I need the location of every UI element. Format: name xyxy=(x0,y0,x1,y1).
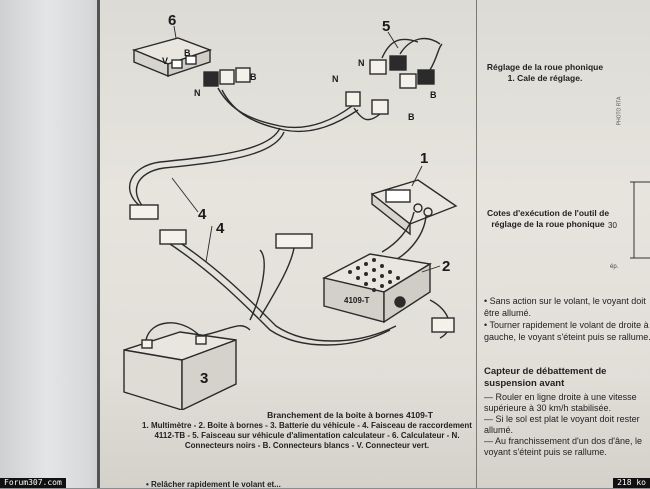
capteur-step-3: — Au franchissement d'un dos d'âne, le v… xyxy=(484,436,643,457)
pin-label-n: N xyxy=(332,74,339,84)
tool-dimension-sketch xyxy=(630,181,650,259)
roue-title: Réglage de la roue phonique xyxy=(486,62,604,72)
callout-4b: 4 xyxy=(216,220,225,237)
volant-bullets: • Sans action sur le volant, le voyant d… xyxy=(484,295,650,343)
wiring-diagram xyxy=(123,25,458,410)
connector-N xyxy=(203,71,219,87)
dimension-ep: ép. xyxy=(610,264,619,270)
callout-6: 6 xyxy=(168,12,177,29)
cotes-caption: Cotes d'exécution de l'outil de réglage … xyxy=(486,208,610,229)
watermark-left: Forum307.com xyxy=(0,478,66,488)
bullet-1: • Sans action sur le volant, le voyant d… xyxy=(484,296,646,318)
roue-phonique-caption: Réglage de la roue phonique 1. Cale de r… xyxy=(484,62,606,84)
pin-label-b: B xyxy=(250,72,257,82)
pin-label-n: N xyxy=(194,88,201,98)
callout-2: 2 xyxy=(442,258,451,275)
capteur-heading: Capteur de débattement de suspension ava… xyxy=(484,366,607,389)
figure-caption-body: 1. Multimètre - 2. Boite à bornes - 3. B… xyxy=(142,421,472,450)
dimension-30: 30 xyxy=(608,221,617,230)
watermark-right: 218 ko xyxy=(613,478,650,488)
callout-1: 1 xyxy=(420,150,429,167)
manual-page: 6 5 1 2 3 4 4 V B N B N B N B 4109-T Bra… xyxy=(100,0,650,489)
terminal-box-label: 4109-T xyxy=(344,296,370,305)
truncated-text: • Relâcher rapidement le volant et... xyxy=(146,480,281,489)
callout-3: 3 xyxy=(200,370,209,387)
pin-label-b: B xyxy=(184,48,191,58)
left-background-edge xyxy=(0,0,118,488)
column-divider xyxy=(476,0,477,488)
capteur-step-2: — Si le sol est plat le voyant doit rest… xyxy=(484,414,640,435)
pin-label-n: N xyxy=(358,58,365,68)
capteur-step-1: — Rouler en ligne droite à une vitesse s… xyxy=(484,392,637,413)
callout-4a: 4 xyxy=(198,206,207,223)
pin-label-b: B xyxy=(408,112,415,122)
pin-label-v: V xyxy=(162,56,169,66)
figure-caption-title: Branchement de la boite à bornes 4109-T xyxy=(267,410,433,420)
bullet-2: • Tourner rapidement le volant de droite… xyxy=(484,320,650,342)
capteur-text: — Rouler en ligne droite à une vitesse s… xyxy=(484,392,650,458)
photo-stamp: PHOTO RTA xyxy=(616,96,623,126)
callout-5: 5 xyxy=(382,18,391,35)
roue-sub: 1. Cale de réglage. xyxy=(507,73,583,83)
pin-label-b: B xyxy=(430,90,437,100)
